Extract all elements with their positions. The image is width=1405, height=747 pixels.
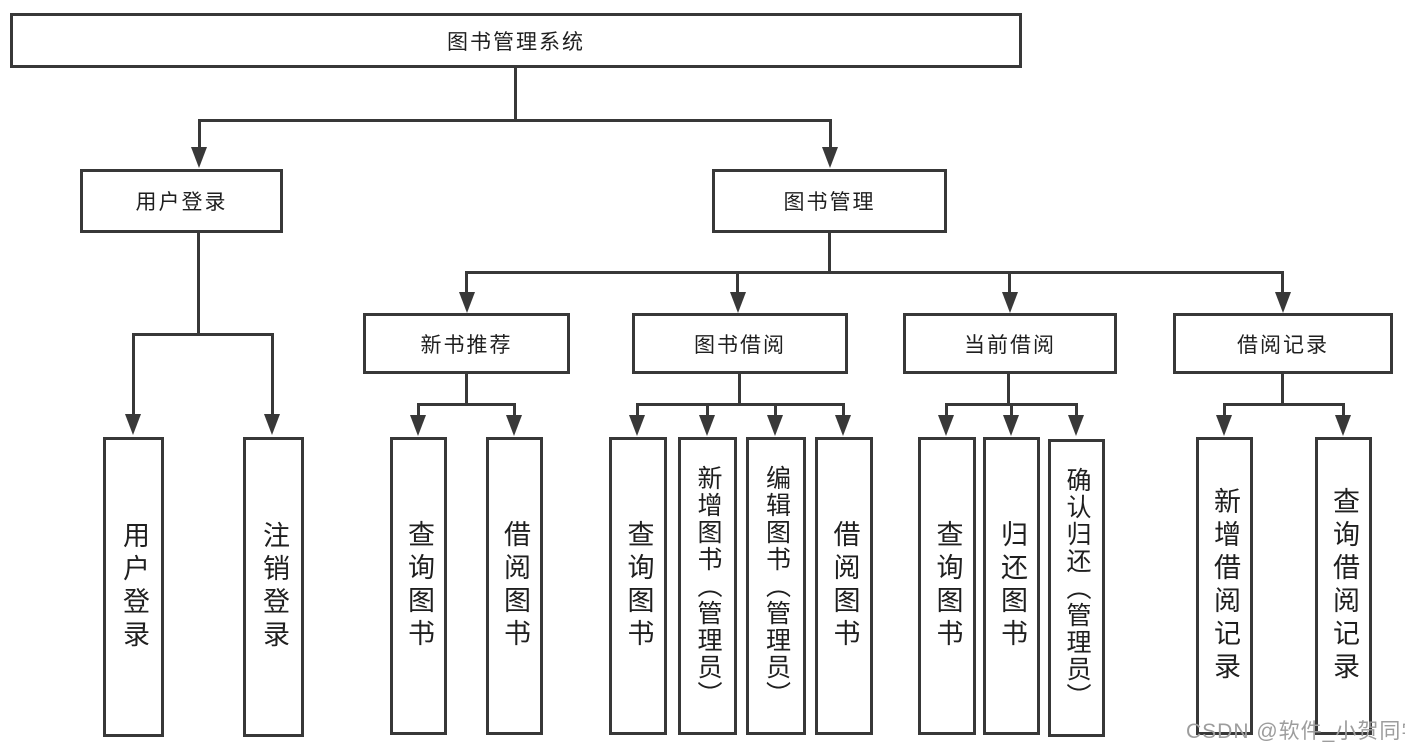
leaf-current-query-books-label: 查询图书	[932, 520, 963, 652]
connector-current-stem	[1007, 371, 1010, 406]
leaf-query-borrow-record-label: 查询借阅记录	[1329, 487, 1359, 685]
leaf-add-borrow-record: 新增借阅记录	[1196, 437, 1253, 735]
arrowhead-newbook-child2	[506, 415, 522, 436]
connector-newbook-child2-stub	[513, 403, 516, 417]
arrowhead-current-child3	[1068, 415, 1084, 436]
connector-mgmt-child1-stub	[465, 271, 468, 295]
arrowhead-book-mgmt	[822, 147, 838, 168]
connector-newbook-hline	[417, 403, 516, 406]
node-current-borrowing-label: 当前借阅	[964, 333, 1056, 357]
connector-borrowing-child1-stub	[636, 403, 639, 417]
connector-user-login-stub	[198, 119, 201, 150]
arrowhead-current-child1	[938, 415, 954, 436]
leaf-user-login-label: 用户登录	[119, 521, 149, 653]
leaf-newbook-query-books: 查询图书	[390, 437, 447, 735]
node-root: 图书管理系统	[10, 13, 1022, 68]
node-user-login-label: 用户登录	[135, 191, 228, 214]
connector-current-child1-stub	[945, 403, 948, 417]
connector-records-child2-stub	[1342, 403, 1345, 417]
node-book-management-label: 图书管理	[783, 191, 876, 214]
node-borrowing-records-label: 借阅记录	[1237, 333, 1329, 357]
watermark: CSDN @软件_小贺同学	[1186, 720, 1405, 743]
leaf-edit-books-admin-label: 编辑图书（管理员）	[762, 464, 791, 708]
arrowhead-newbook-child1	[410, 415, 426, 436]
connector-current-child2-stub	[1010, 403, 1013, 417]
leaf-borrowing-query-books: 查询图书	[609, 437, 667, 735]
arrowhead-borrowing-child3	[767, 415, 783, 436]
leaf-newbook-query-books-label: 查询图书	[404, 520, 434, 652]
connector-mgmt-branch-hline	[465, 271, 1284, 274]
node-new-book-recommend: 新书推荐	[363, 313, 570, 374]
leaf-add-books-admin-label: 新增图书（管理员）	[694, 464, 722, 708]
arrowhead-borrowing-child1	[629, 415, 645, 436]
leaf-newbook-borrow-books: 借阅图书	[486, 437, 543, 735]
arrowhead-user-child2	[264, 414, 280, 435]
leaf-query-borrow-record: 查询借阅记录	[1315, 437, 1372, 735]
leaf-borrowing-query-books-label: 查询图书	[623, 520, 654, 652]
node-book-borrowing-label: 图书借阅	[694, 333, 786, 357]
connector-mgmt-branch-stem	[828, 231, 831, 273]
leaf-logout-label: 注销登录	[259, 521, 289, 653]
node-current-borrowing: 当前借阅	[903, 313, 1117, 374]
arrowhead-records-child1	[1216, 415, 1232, 436]
leaf-add-books-admin: 新增图书（管理员）	[678, 437, 737, 735]
connector-user-branch-stem	[197, 231, 200, 336]
leaf-return-books: 归还图书	[983, 437, 1040, 735]
connector-mgmt-child4-stub	[1281, 271, 1284, 295]
connector-level1-hline	[198, 119, 832, 122]
leaf-confirm-return-admin: 确认归还（管理员）	[1048, 439, 1105, 737]
connector-records-stem	[1281, 371, 1284, 406]
leaf-add-borrow-record-label: 新增借阅记录	[1210, 487, 1240, 685]
node-new-book-recommend-label: 新书推荐	[420, 333, 513, 357]
connector-borrowing-child4-stub	[842, 403, 845, 417]
leaf-current-query-books: 查询图书	[918, 437, 976, 735]
connector-root-stem	[514, 66, 517, 121]
arrowhead-borrowing-child4	[835, 415, 851, 436]
leaf-newbook-borrow-books-label: 借阅图书	[500, 520, 530, 652]
arrowhead-borrow-records	[1275, 292, 1291, 313]
connector-borrowing-hline	[636, 403, 845, 406]
connector-user-child2-stub	[271, 333, 274, 416]
arrowhead-book-borrow	[730, 292, 746, 313]
leaf-return-books-label: 归还图书	[997, 520, 1027, 652]
node-root-label: 图书管理系统	[447, 30, 585, 54]
arrowhead-new-book	[459, 292, 475, 313]
connector-newbook-child1-stub	[417, 403, 420, 417]
arrowhead-current-borrow	[1002, 292, 1018, 313]
leaf-confirm-return-admin-label: 确认归还（管理员）	[1063, 466, 1091, 710]
connector-mgmt-child3-stub	[1008, 271, 1011, 295]
connector-borrowing-stem	[738, 371, 741, 406]
leaf-borrowing-borrow-books-label: 借阅图书	[829, 520, 860, 652]
connector-newbook-stem	[465, 371, 468, 406]
connector-current-child3-stub	[1075, 403, 1078, 417]
connector-records-child1-stub	[1223, 403, 1226, 417]
arrowhead-user-child1	[125, 414, 141, 435]
leaf-user-login: 用户登录	[103, 437, 164, 737]
connector-user-branch-hline	[132, 333, 274, 336]
arrowhead-current-child2	[1003, 415, 1019, 436]
node-book-management: 图书管理	[712, 169, 947, 233]
connector-mgmt-child2-stub	[736, 271, 739, 295]
arrowhead-borrowing-child2	[699, 415, 715, 436]
leaf-edit-books-admin: 编辑图书（管理员）	[746, 437, 806, 735]
connector-borrowing-child2-stub	[706, 403, 709, 417]
connector-borrowing-child3-stub	[774, 403, 777, 417]
leaf-borrowing-borrow-books: 借阅图书	[815, 437, 873, 735]
arrowhead-records-child2	[1335, 415, 1351, 436]
leaf-logout: 注销登录	[243, 437, 304, 737]
connector-book-mgmt-stub	[829, 119, 832, 150]
arrowhead-user-login	[191, 147, 207, 168]
connector-records-hline	[1223, 403, 1345, 406]
node-book-borrowing: 图书借阅	[632, 313, 848, 374]
node-user-login: 用户登录	[80, 169, 283, 233]
node-borrowing-records: 借阅记录	[1173, 313, 1393, 374]
connector-user-child1-stub	[132, 333, 135, 416]
